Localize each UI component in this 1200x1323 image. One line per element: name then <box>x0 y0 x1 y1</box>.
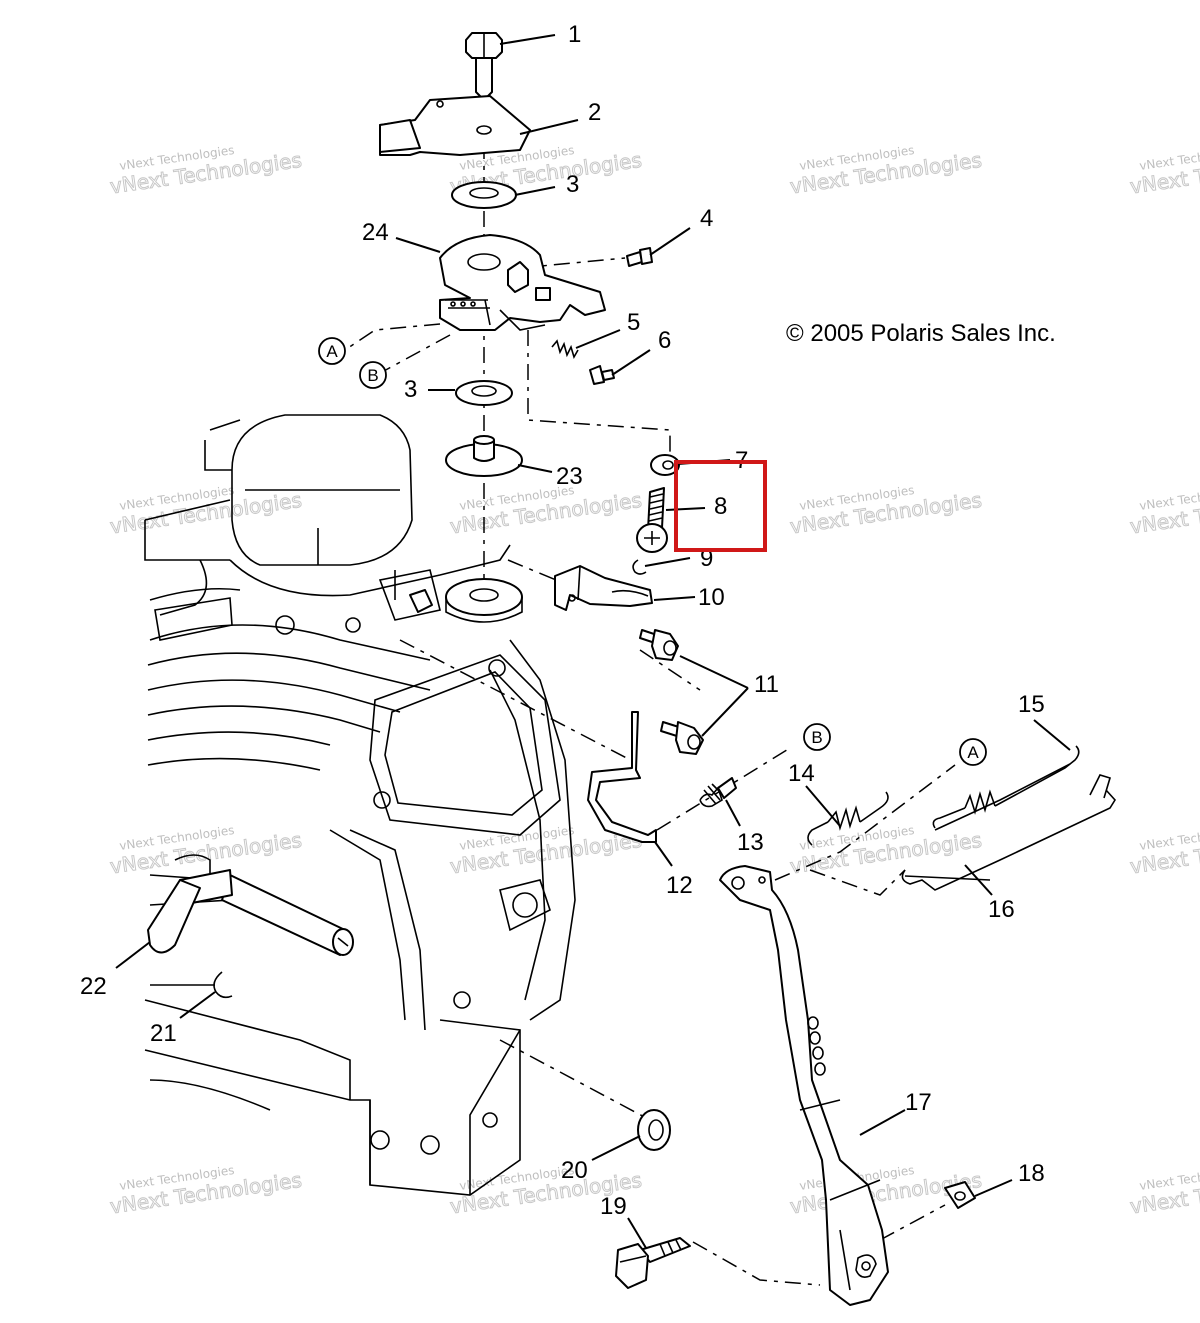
part-number-17: 17 <box>905 1089 932 1116</box>
part-number-12: 12 <box>666 872 693 899</box>
part-number-6: 6 <box>658 327 671 354</box>
part-16-rod[interactable] <box>901 774 1116 891</box>
part-19-flange-bolt[interactable] <box>615 1237 691 1289</box>
part-15-spring-rod[interactable] <box>932 745 1080 831</box>
part-number-19: 19 <box>600 1193 627 1220</box>
part-number-3: 3 <box>404 376 417 403</box>
part-5-spring[interactable] <box>551 339 579 360</box>
part-number-labels: 1 2 3 24 4 5 6 3 23 7 8 9 10 11 12 13 14… <box>80 21 1045 1220</box>
part-number-2: 2 <box>588 99 601 126</box>
callout-b-right: B <box>803 723 831 751</box>
part-6-screw[interactable] <box>589 365 615 385</box>
leader-lines <box>115 34 1071 1249</box>
part-21-clip[interactable] <box>213 971 233 999</box>
part-11-bolt-lower[interactable] <box>660 721 704 755</box>
part-10-cable-bracket[interactable] <box>554 565 653 611</box>
part-number-5: 5 <box>627 309 640 336</box>
engine-block-outline <box>144 414 576 1196</box>
engine-pivot-plate <box>409 578 523 623</box>
part-number-18: 18 <box>1018 1160 1045 1187</box>
part-24-lever-bracket[interactable] <box>439 234 606 331</box>
part-20-washer[interactable] <box>637 1109 671 1151</box>
part-2-cover-plate[interactable] <box>379 95 531 156</box>
part-7-washer[interactable] <box>650 454 680 476</box>
part-4-small-screw[interactable] <box>626 247 653 267</box>
part-number-3: 3 <box>566 171 579 198</box>
callout-a-right-text: A <box>967 743 979 762</box>
part-3-washer-upper[interactable] <box>451 181 517 209</box>
copyright-notice: © 2005 Polaris Sales Inc. <box>786 320 1056 347</box>
part-number-21: 21 <box>150 1020 177 1047</box>
part-13-spring[interactable] <box>699 777 737 808</box>
part-number-24: 24 <box>362 219 389 246</box>
part-14-spring[interactable] <box>807 791 889 846</box>
part-number-1: 1 <box>568 21 581 48</box>
connection-callouts: A B B A <box>318 337 987 766</box>
part-number-13: 13 <box>737 829 764 856</box>
part-number-15: 15 <box>1018 691 1045 718</box>
part-number-16: 16 <box>988 896 1015 923</box>
part-number-14: 14 <box>788 760 815 787</box>
part-number-20: 20 <box>561 1157 588 1184</box>
callout-b-left-text: B <box>367 366 378 385</box>
part-number-4: 4 <box>700 205 713 232</box>
callout-b-left: B <box>359 361 387 389</box>
part-number-8: 8 <box>714 493 727 520</box>
callout-a-left-text: A <box>326 342 338 361</box>
callout-b-right-text: B <box>811 728 822 747</box>
highlight-box-part-8 <box>674 460 767 552</box>
part-number-10: 10 <box>698 584 725 611</box>
part-8-screw[interactable] <box>636 487 668 553</box>
part-11-bolt-upper[interactable] <box>639 629 679 661</box>
part-22-shaft-lever[interactable] <box>147 869 354 956</box>
part-number-11: 11 <box>754 671 779 698</box>
part-12-bracket[interactable] <box>587 711 657 843</box>
part-9-e-clip[interactable] <box>632 559 647 575</box>
part-number-23: 23 <box>556 463 583 490</box>
part-number-22: 22 <box>80 973 107 1000</box>
part-18-square-nut[interactable] <box>944 1181 976 1209</box>
part-23-bushing[interactable] <box>445 435 523 477</box>
part-17-lever-arm[interactable] <box>719 865 889 1306</box>
part-3-washer-lower[interactable] <box>455 380 513 406</box>
callout-a-left: A <box>318 337 346 365</box>
callout-a-right: A <box>959 738 987 766</box>
